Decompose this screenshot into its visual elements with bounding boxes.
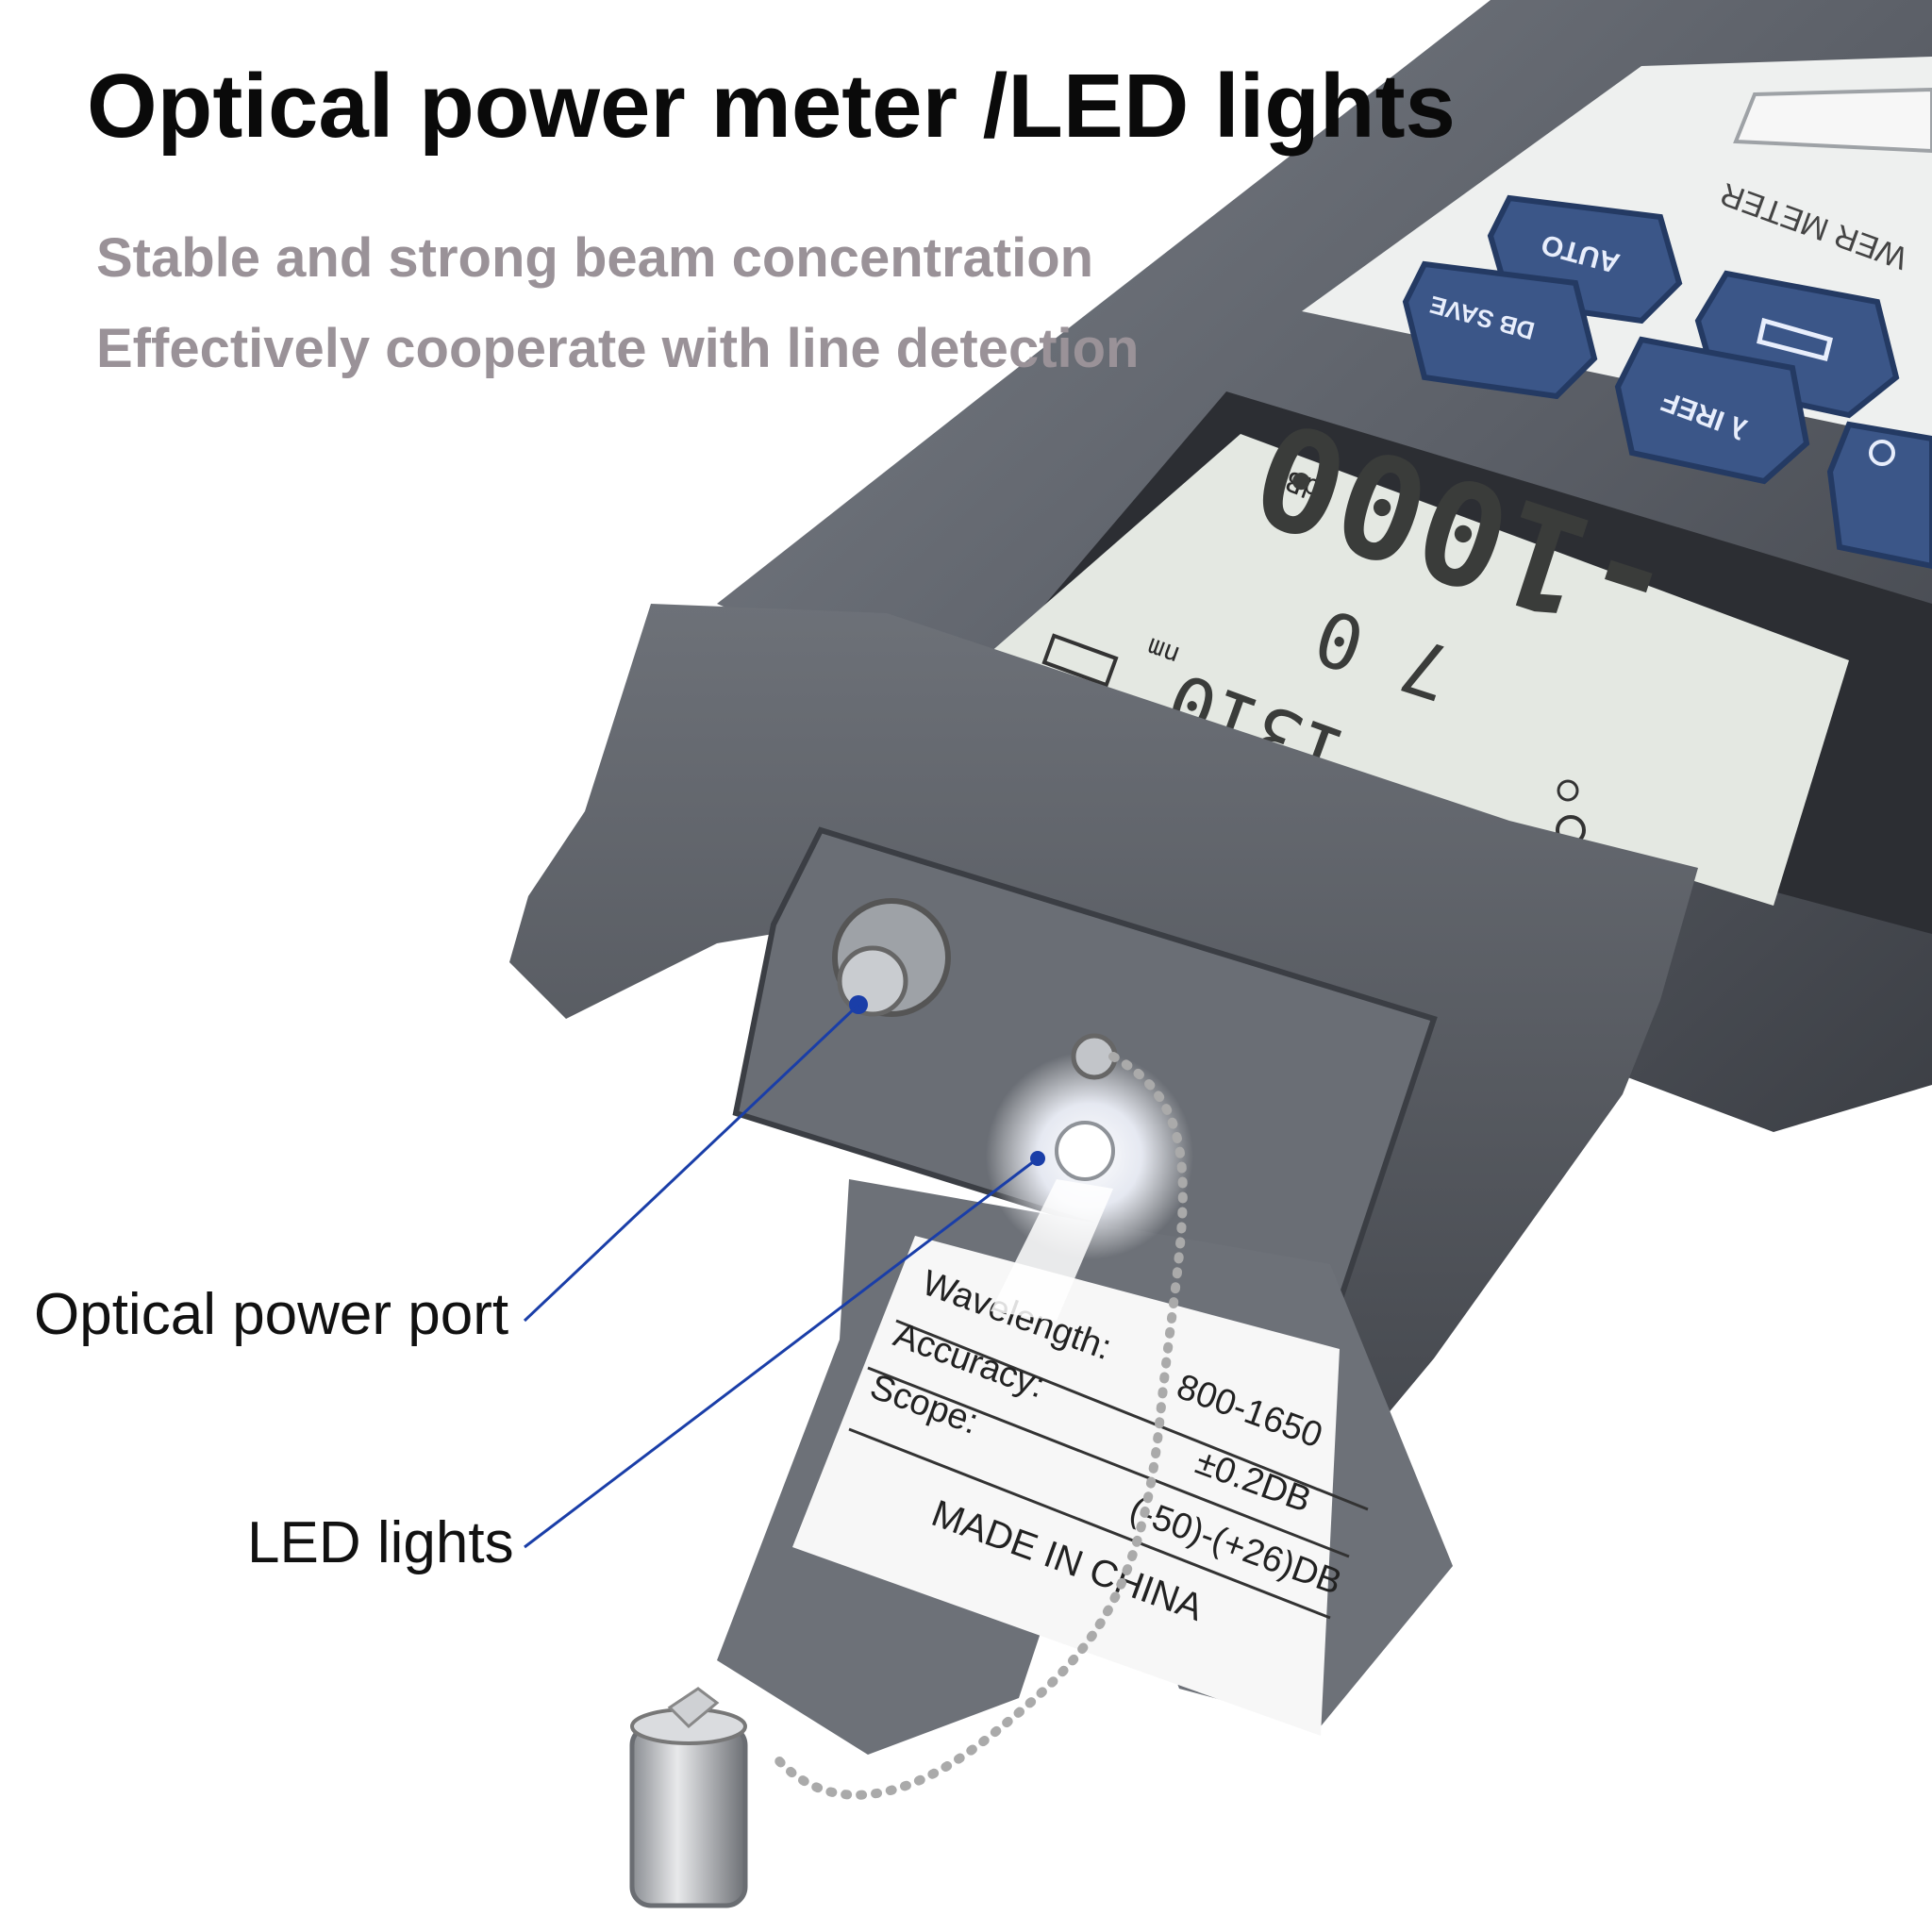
button-backlight[interactable]	[1826, 421, 1932, 570]
headline: Optical power meter /LED lights	[87, 56, 1456, 157]
subtitle-detection: Effectively cooperate with line detectio…	[96, 318, 1140, 379]
callout-optical-power-port: Optical power port	[34, 1282, 509, 1347]
button-lambda-iref[interactable]: λ IREF	[1614, 336, 1810, 485]
subtitle-beam: Stable and strong beam concentration	[96, 227, 1094, 289]
lcd-screen: dBm -1000 7 0 1310 nm	[981, 387, 1932, 934]
bead-chain	[769, 1052, 1188, 1800]
port-pointer-line	[523, 1003, 860, 1323]
battery-icon	[1041, 633, 1119, 688]
led-pointer-line	[524, 1157, 1039, 1549]
optical-port[interactable]	[832, 898, 951, 1017]
brightness-icon	[1557, 779, 1579, 802]
dust-cap[interactable]	[629, 1687, 748, 1908]
flashlight-icon	[1757, 317, 1834, 362]
backlight-icon	[1869, 440, 1895, 466]
callout-led-lights: LED lights	[247, 1510, 514, 1575]
label-sticker: Wavelength: 800-1650 Accuracy: ±0.2DB Sc…	[792, 1236, 1369, 1736]
button-db-save[interactable]: DB SAVE	[1402, 260, 1598, 400]
led-light	[986, 1052, 1193, 1321]
